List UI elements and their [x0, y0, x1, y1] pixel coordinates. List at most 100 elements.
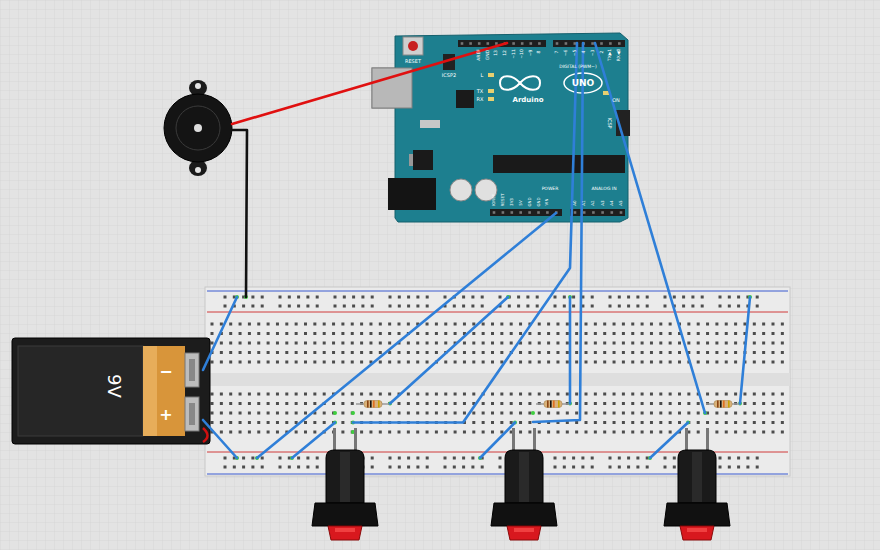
button-cap — [328, 526, 362, 540]
breadboard-hole — [220, 421, 223, 424]
breadboard-hole — [220, 393, 223, 396]
header-pin — [495, 42, 498, 45]
breadboard-hole — [650, 351, 653, 354]
breadboard-hole — [641, 323, 644, 326]
breadboard-hole — [248, 332, 251, 335]
breadboard-hole — [267, 342, 270, 345]
breadboard-hole — [737, 466, 740, 469]
breadboard-hole — [510, 361, 513, 364]
breadboard-hole — [556, 361, 559, 364]
reset-button — [408, 41, 418, 51]
breadboard-hole — [725, 361, 728, 364]
breadboard-hole — [659, 332, 662, 335]
breadboard-hole — [563, 305, 566, 308]
jumper-wire — [232, 130, 247, 297]
breadboard-hole — [697, 412, 700, 415]
breadboard-hole — [725, 323, 728, 326]
breadboard-hole — [650, 323, 653, 326]
breadboard-hole — [229, 361, 232, 364]
breadboard-hole — [426, 457, 429, 460]
breadboard-hole — [772, 361, 775, 364]
breadboard-hole — [743, 412, 746, 415]
button-cap — [680, 526, 714, 540]
header-pin — [565, 42, 568, 45]
breadboard-hole — [762, 421, 765, 424]
led-l — [488, 73, 494, 77]
breadboard-hole — [528, 402, 531, 405]
breadboard-hole — [734, 342, 737, 345]
breadboard-hole — [211, 342, 214, 345]
breadboard-hole — [538, 361, 541, 364]
breadboard-hole — [594, 332, 597, 335]
pin-label: A2 — [591, 200, 595, 205]
battery-terminal — [185, 397, 199, 431]
breadboard-hole — [613, 393, 616, 396]
header-pin — [487, 42, 490, 45]
header-pin — [601, 211, 604, 214]
breadboard-hole — [591, 305, 594, 308]
breadboard-hole — [472, 323, 475, 326]
breadboard-hole — [341, 323, 344, 326]
breadboard-hole — [728, 305, 731, 308]
breadboard-hole — [753, 323, 756, 326]
breadboard-hole — [426, 323, 429, 326]
breadboard-hole — [650, 421, 653, 424]
breadboard-hole — [706, 351, 709, 354]
breadboard-hole — [547, 342, 550, 345]
breadboard-hole — [659, 361, 662, 364]
pin-label: ~3 — [590, 50, 595, 57]
button-shadow — [519, 452, 529, 502]
breadboard-hole — [575, 323, 578, 326]
breadboard-hole — [379, 332, 382, 335]
breadboard-hole — [257, 342, 260, 345]
button-base — [664, 503, 730, 526]
header-pin — [574, 211, 577, 214]
breadboard-hole — [369, 342, 372, 345]
pin-label: 8 — [537, 51, 542, 54]
arduino-uno — [372, 33, 630, 222]
resistor-symbol — [536, 401, 570, 408]
breadboard-hole — [678, 361, 681, 364]
breadboard-hole — [351, 323, 354, 326]
breadboard-hole — [285, 393, 288, 396]
resistor-band — [378, 401, 380, 408]
breadboard-hole — [313, 332, 316, 335]
breadboard-hole — [276, 402, 279, 405]
breadboard-hole — [528, 361, 531, 364]
header-pin — [591, 42, 594, 45]
breadboard-hole — [211, 402, 214, 405]
breadboard-hole — [622, 323, 625, 326]
pin-label: 3V3 — [510, 198, 514, 206]
breadboard-hole — [426, 393, 429, 396]
breadboard-hole — [603, 402, 606, 405]
breadboard-hole — [566, 393, 569, 396]
button-body — [505, 450, 543, 503]
breadboard-hole — [361, 305, 364, 308]
breadboard-hole — [585, 431, 588, 434]
breadboard-hole — [491, 431, 494, 434]
breadboard-hole — [435, 342, 438, 345]
breadboard-hole — [360, 393, 363, 396]
breadboard-hole — [407, 457, 410, 460]
pin-label: A0 — [573, 200, 577, 205]
breadboard-hole — [659, 431, 662, 434]
breadboard-hole — [276, 361, 279, 364]
breadboard-hole — [297, 296, 300, 299]
pin-label: POWER — [542, 187, 559, 192]
breadboard-hole — [229, 393, 232, 396]
breadboard-hole — [332, 332, 335, 335]
breadboard-hole — [295, 351, 298, 354]
breadboard-hole — [781, 421, 784, 424]
breadboard-hole — [746, 457, 749, 460]
breadboard-hole — [631, 351, 634, 354]
breadboard-hole — [379, 393, 382, 396]
breadboard-hole — [220, 431, 223, 434]
breadboard-hole — [500, 412, 503, 415]
breadboard-hole — [585, 412, 588, 415]
breadboard-hole — [719, 466, 722, 469]
breadboard-hole — [323, 361, 326, 364]
breadboard-hole — [734, 431, 737, 434]
breadboard-hole — [239, 351, 242, 354]
breadboard-hole — [463, 342, 466, 345]
breadboard-hole — [753, 332, 756, 335]
